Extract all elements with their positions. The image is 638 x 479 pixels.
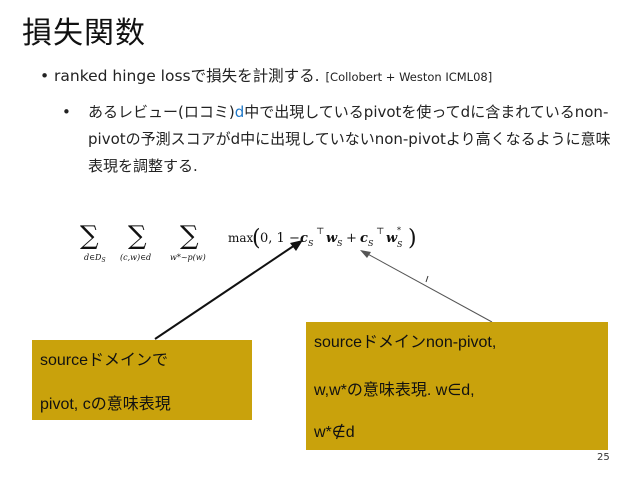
bullet-2: • あるレビュー(ロコミ)d中で出現しているpivotを使ってdに含まれているn… xyxy=(62,99,624,180)
sum-symbol-3: ∑ xyxy=(180,221,199,251)
slide-title: 損失関数 xyxy=(22,16,146,51)
open-paren: ( xyxy=(252,226,261,251)
max-operator: max xyxy=(228,231,254,245)
arrow-right-head xyxy=(360,250,371,258)
transpose-1: ⊤ xyxy=(316,227,324,237)
bullet-2-part2: 中で出現しているpivotを使ってdに含まれているnon-pivotの予測スコア… xyxy=(88,103,611,175)
bullet-dot: • xyxy=(40,67,50,85)
annotation-box-right: sourceドメインnon-pivot, w,w*の意味表現. w∈d, w*∉… xyxy=(306,322,608,450)
box-left-line1: sourceドメインで xyxy=(40,352,169,369)
arrow-right-line xyxy=(363,251,493,323)
w-star-subscript: S xyxy=(397,240,403,249)
loss-formula: ∑ d∈DS ∑ (c,w)∈d ∑ w*~p(w) max ( 0, 1 − … xyxy=(80,221,417,264)
c-vector: c xyxy=(300,231,308,246)
bullet-1-text: ranked hinge lossで損失を計測する. xyxy=(54,67,320,85)
bullet-2-part1: あるレビュー(ロコミ) xyxy=(88,103,235,121)
c-subscript: S xyxy=(308,239,314,248)
w-star-superscript: * xyxy=(397,226,401,235)
expr-start: 0, 1 − xyxy=(260,231,300,246)
box-right-line3: w*∉d xyxy=(314,424,355,441)
sum-symbol-1: ∑ xyxy=(80,221,99,251)
annotation-box-left: sourceドメインで pivot, cの意味表現 xyxy=(32,340,252,420)
box-right-line2: w,w*の意味表現. w∈d, xyxy=(314,382,475,399)
arrow-left-line xyxy=(154,242,299,340)
bullet-dot: • xyxy=(62,103,71,121)
sum2-subscript: (c,w)∈d xyxy=(120,253,151,262)
sum1-subscript: d∈DS xyxy=(84,253,106,264)
c-vector-2: c xyxy=(360,231,368,246)
close-paren: ) xyxy=(408,226,417,251)
sum-symbol-2: ∑ xyxy=(128,221,147,251)
sum3-subscript: w*~p(w) xyxy=(170,253,206,262)
stray-tick-mark xyxy=(425,275,429,283)
c-subscript-2: S xyxy=(368,239,374,248)
transpose-2: ⊤ xyxy=(376,227,384,237)
citation: [Collobert + Weston ICML08] xyxy=(325,70,493,84)
bullet-2-text: あるレビュー(ロコミ)d中で出現しているpivotを使ってdに含まれているnon… xyxy=(64,99,624,180)
arrow-left-head xyxy=(290,240,303,251)
w-subscript: S xyxy=(337,239,343,248)
bullet-1: •ranked hinge lossで損失を計測する. [Collobert + … xyxy=(40,64,492,86)
box-right-line1: sourceドメインnon-pivot, xyxy=(314,334,497,351)
bullet-2-highlight: d xyxy=(234,103,245,121)
page-number: 25 xyxy=(597,452,610,463)
plus-sign: + xyxy=(346,231,357,246)
w-star-vector: w xyxy=(386,231,398,246)
box-left-line2: pivot, cの意味表現 xyxy=(40,396,171,413)
w-vector: w xyxy=(326,231,338,246)
